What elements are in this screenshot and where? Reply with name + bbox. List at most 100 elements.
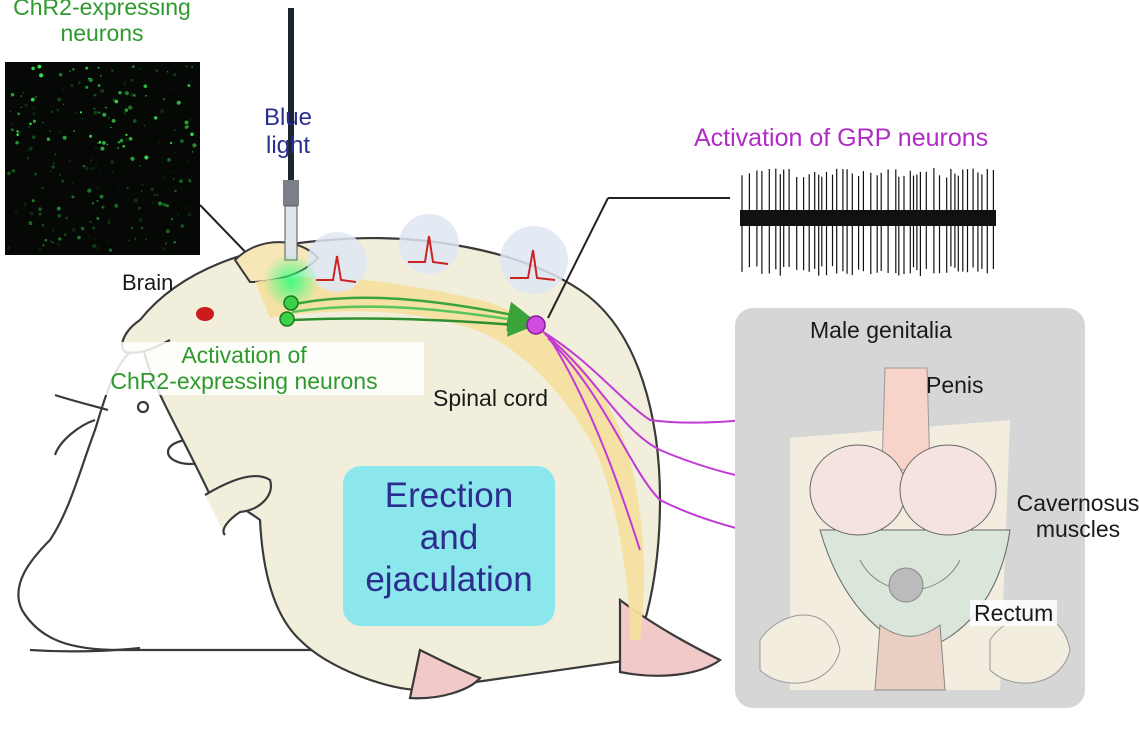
micrograph-speck — [90, 167, 92, 169]
micrograph-speck — [172, 178, 175, 180]
micrograph-speck — [133, 198, 138, 203]
micrograph-speck — [114, 99, 119, 104]
micrograph-speck — [13, 210, 19, 215]
micrograph-speck — [62, 88, 64, 90]
micrograph-speck — [172, 89, 175, 91]
micrograph-speck — [190, 118, 192, 120]
micrograph-speck — [97, 66, 100, 69]
micrograph-speck — [80, 226, 85, 231]
micrograph-speck — [51, 229, 55, 232]
micrograph-speck — [106, 143, 109, 146]
micrograph-speck — [87, 188, 92, 193]
spike-train-icon — [740, 168, 996, 276]
micrograph-speck — [58, 72, 63, 77]
chr2-micrograph-label: ChR2-expressing neurons — [13, 0, 191, 47]
micrograph-speck — [139, 164, 142, 167]
micrograph-speck — [167, 158, 171, 162]
micrograph-speck — [52, 241, 55, 244]
micrograph-speck — [180, 224, 184, 228]
micrograph-speck — [26, 157, 30, 160]
erection-box — [343, 466, 555, 626]
action-potential-icon — [307, 232, 367, 292]
micrograph-speck — [19, 131, 21, 134]
micrograph-speck — [45, 163, 47, 165]
rat-eye-icon — [196, 307, 214, 321]
micrograph-speck — [72, 68, 75, 71]
micrograph-speck — [119, 138, 124, 143]
micrograph-speck — [38, 212, 42, 216]
micrograph-speck — [25, 148, 30, 153]
action-potential-icon — [399, 214, 459, 274]
micrograph-speck — [32, 106, 35, 109]
micrograph-speck — [106, 240, 109, 243]
micrograph-speck — [63, 251, 64, 252]
micrograph-speck — [125, 133, 128, 136]
micrograph-speck — [111, 119, 116, 123]
micrograph-speck — [96, 217, 100, 220]
micrograph-speck — [131, 65, 135, 68]
micrograph-speck — [59, 174, 61, 176]
micrograph-speck — [124, 80, 127, 84]
micrograph-speck — [93, 107, 96, 110]
micrograph-speck — [111, 170, 114, 173]
micrograph-speck — [123, 112, 127, 115]
micrograph-speck — [79, 111, 83, 114]
micrograph-speck — [151, 201, 155, 205]
micrograph-speck — [126, 186, 129, 189]
micrograph-speck — [132, 65, 135, 68]
micrograph-speck — [118, 91, 122, 95]
micrograph-speck — [36, 177, 38, 179]
micrograph-speck — [150, 188, 154, 191]
micrograph-speck — [128, 137, 133, 141]
micrograph-speck — [46, 137, 51, 141]
micrograph-speck — [56, 206, 61, 211]
micrograph-speck — [10, 122, 14, 126]
micrograph-speck — [190, 98, 192, 100]
micrograph-speck — [114, 203, 119, 208]
micrograph-speck — [31, 66, 35, 71]
micrograph-speck — [83, 106, 85, 108]
micrograph-speck — [20, 106, 23, 109]
micrograph-speck — [172, 73, 177, 77]
micrograph-speck — [41, 187, 44, 190]
micrograph-speck — [61, 179, 64, 183]
micrograph-speck — [86, 194, 91, 199]
micrograph-speck — [105, 106, 107, 109]
micrograph-icon — [5, 62, 200, 255]
micrograph-speck — [161, 202, 165, 206]
micrograph-speck — [163, 177, 165, 179]
micrograph-speck — [85, 166, 89, 171]
micrograph-speck — [16, 130, 19, 133]
micrograph-speck — [92, 243, 97, 248]
micrograph-speck — [185, 205, 188, 208]
chr2-axon-bundle — [289, 296, 533, 337]
grp-activation-label: Activation of GRP neurons — [694, 124, 989, 152]
micrograph-speck — [38, 248, 42, 251]
micrograph-speck — [38, 207, 42, 211]
micrograph-speck — [39, 73, 44, 78]
micrograph-speck — [145, 238, 147, 240]
micrograph-speck — [140, 227, 144, 230]
micrograph-speck — [164, 242, 168, 245]
micrograph-speck — [98, 140, 102, 144]
micrograph-speck — [100, 88, 105, 93]
micrograph-speck — [118, 196, 121, 199]
micrograph-speck — [173, 241, 176, 244]
micrograph-speck — [166, 204, 169, 208]
micrograph-speck — [99, 194, 104, 199]
micrograph-speck — [57, 243, 61, 246]
micrograph-speck — [140, 190, 143, 192]
micrograph-speck — [166, 229, 170, 234]
micrograph-speck — [20, 95, 23, 97]
micrograph-speck — [90, 159, 93, 161]
micrograph-speck — [124, 91, 129, 96]
micrograph-speck — [96, 199, 99, 202]
micrograph-speck — [99, 74, 102, 77]
micrograph-speck — [191, 151, 193, 153]
micrograph-speck — [170, 218, 174, 221]
micrograph-speck — [92, 237, 97, 241]
micrograph-speck — [70, 83, 74, 88]
micrograph-speck — [16, 133, 20, 136]
micrograph-speck — [49, 159, 53, 163]
micrograph-speck — [188, 79, 193, 84]
